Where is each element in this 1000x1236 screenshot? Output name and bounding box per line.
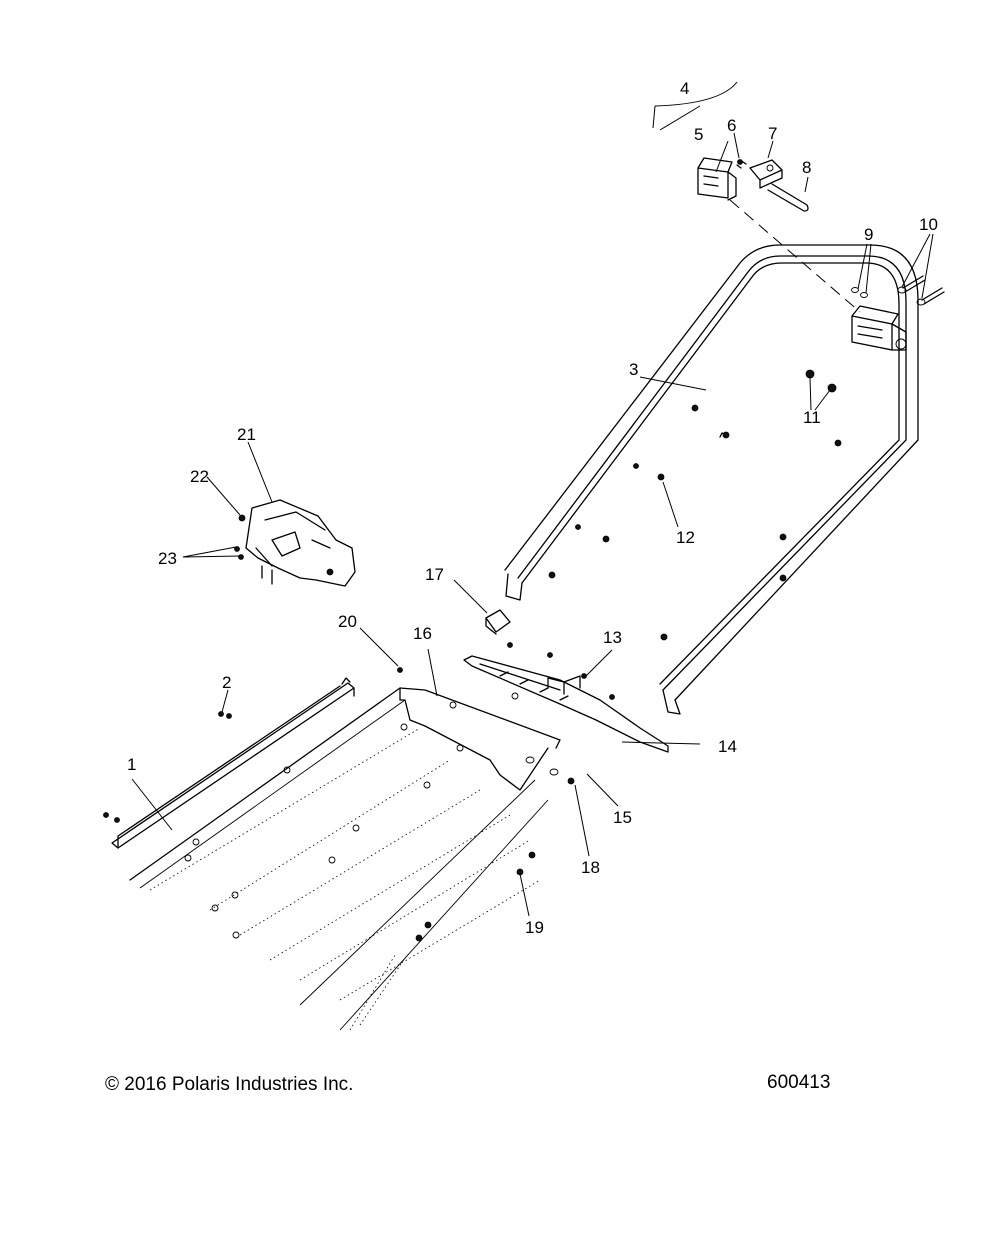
diagram-number: 600413 [767, 1072, 830, 1093]
part-labels: 1 2 3 4 5 6 7 8 9 10 11 12 13 14 15 16 1… [127, 79, 938, 937]
cover-part [234, 499, 356, 587]
label-4: 4 [680, 79, 689, 98]
hoop-bolts [548, 369, 842, 641]
cargo-bed [129, 667, 575, 1031]
end-cap [485, 609, 511, 635]
roll-cage-hoop [504, 244, 919, 715]
pin-icon [767, 183, 809, 212]
label-15: 15 [613, 808, 632, 827]
label-8: 8 [802, 158, 811, 177]
block-icon [749, 159, 783, 189]
label-1: 1 [127, 755, 136, 774]
brace-part [463, 642, 669, 753]
footer: © 2016 Polaris Industries Inc. 600413 [105, 1072, 830, 1095]
label-11: 11 [803, 408, 821, 427]
label-14: 14 [718, 737, 737, 756]
leader-lines [131, 81, 934, 917]
label-3: 3 [629, 360, 638, 379]
bed-holes [184, 692, 519, 939]
label-22: 22 [190, 467, 209, 486]
label-20: 20 [338, 612, 357, 631]
label-16: 16 [413, 624, 432, 643]
label-21: 21 [237, 425, 256, 444]
label-23: 23 [158, 549, 177, 568]
label-5: 5 [694, 125, 703, 144]
label-19: 19 [525, 918, 544, 937]
bracket-icon [697, 157, 737, 201]
label-12: 12 [676, 528, 695, 547]
label-9: 9 [864, 225, 873, 244]
side-rail [103, 677, 355, 849]
hinge-kit [697, 157, 945, 351]
copyright-text: © 2016 Polaris Industries Inc. [105, 1074, 353, 1095]
mount-bracket-icon [851, 305, 907, 351]
label-10: 10 [919, 215, 938, 234]
label-2: 2 [222, 673, 231, 692]
label-6: 6 [727, 116, 736, 135]
label-17: 17 [425, 565, 444, 584]
label-18: 18 [581, 858, 600, 877]
label-7: 7 [768, 124, 777, 143]
label-13: 13 [603, 628, 622, 647]
